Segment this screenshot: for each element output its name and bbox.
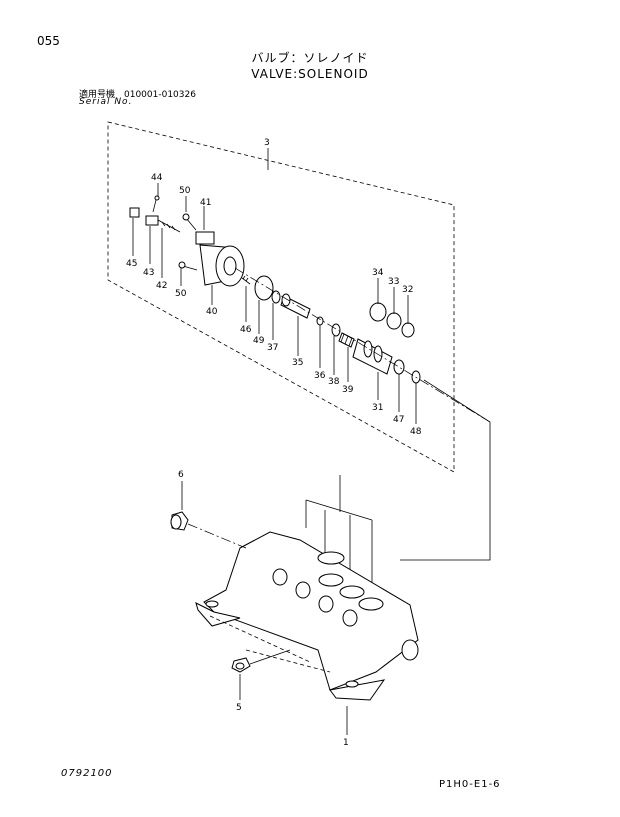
cap-screw-45 — [129, 207, 140, 218]
plunger-35 — [280, 293, 311, 319]
callout-40: 40 — [206, 307, 218, 317]
pin-44 — [152, 195, 160, 213]
assembly-boundary — [107, 121, 455, 473]
callout-42: 42 — [156, 281, 167, 291]
washer-37 — [271, 290, 281, 304]
callout-5: 5 — [236, 703, 242, 713]
plug-5 — [231, 649, 291, 673]
callout-3: 3 — [264, 138, 270, 148]
pin-46 — [241, 275, 251, 285]
callout-48: 48 — [410, 427, 422, 437]
ring-38 — [331, 323, 341, 337]
callout-49: 49 — [253, 336, 265, 346]
callout-45: 45 — [126, 259, 137, 269]
page-number: 055 — [37, 34, 60, 48]
figure-code: P1H0-E1-6 — [439, 779, 501, 790]
valve-body — [195, 531, 419, 701]
serial-no-label: Serial No. — [79, 97, 133, 107]
callout-31: 31 — [372, 403, 383, 413]
callout-46: 46 — [240, 325, 252, 335]
callout-50-bottom: 50 — [175, 289, 187, 299]
callout-41: 41 — [200, 198, 211, 208]
o-ring-49 — [254, 275, 274, 301]
callout-50-top: 50 — [179, 186, 191, 196]
plug-6 — [170, 511, 247, 549]
callout-leaders — [132, 183, 417, 735]
ring-47 — [393, 359, 405, 375]
sleeve-31 — [352, 338, 393, 375]
callout-6: 6 — [178, 470, 184, 480]
callout-33: 33 — [388, 277, 399, 287]
callout-37: 37 — [267, 343, 278, 353]
port-dash-2 — [245, 649, 331, 673]
callout-44: 44 — [151, 173, 163, 183]
callout-47: 47 — [393, 415, 404, 425]
callout-36: 36 — [314, 371, 326, 381]
spring-39 — [338, 332, 355, 348]
o-ring-33 — [386, 312, 402, 330]
callout-35: 35 — [292, 358, 303, 368]
title-japanese: バルブ：ソレノイド — [251, 51, 369, 65]
bolt-50-bottom — [178, 261, 198, 271]
o-ring-34 — [369, 302, 387, 322]
callout-32: 32 — [402, 285, 413, 295]
centerline-to-body — [400, 379, 491, 561]
port-dash-1 — [209, 615, 311, 663]
connector-43 — [145, 215, 181, 233]
solenoid-coil — [195, 231, 245, 287]
port-leaders — [305, 475, 373, 600]
serial-range-label: 適用号機 010001-010326 — [79, 90, 196, 100]
bolt-50-top — [182, 213, 197, 231]
callout-38: 38 — [328, 377, 340, 387]
o-ring-32 — [401, 322, 415, 338]
callout-34: 34 — [372, 268, 384, 278]
title-english: VALVE:SOLENOID — [251, 67, 369, 81]
callout-39: 39 — [342, 385, 354, 395]
document-code: 0792100 — [61, 768, 113, 779]
callout-43: 43 — [143, 268, 154, 278]
callout-1: 1 — [343, 738, 349, 748]
centerline-cartridge — [234, 267, 491, 423]
